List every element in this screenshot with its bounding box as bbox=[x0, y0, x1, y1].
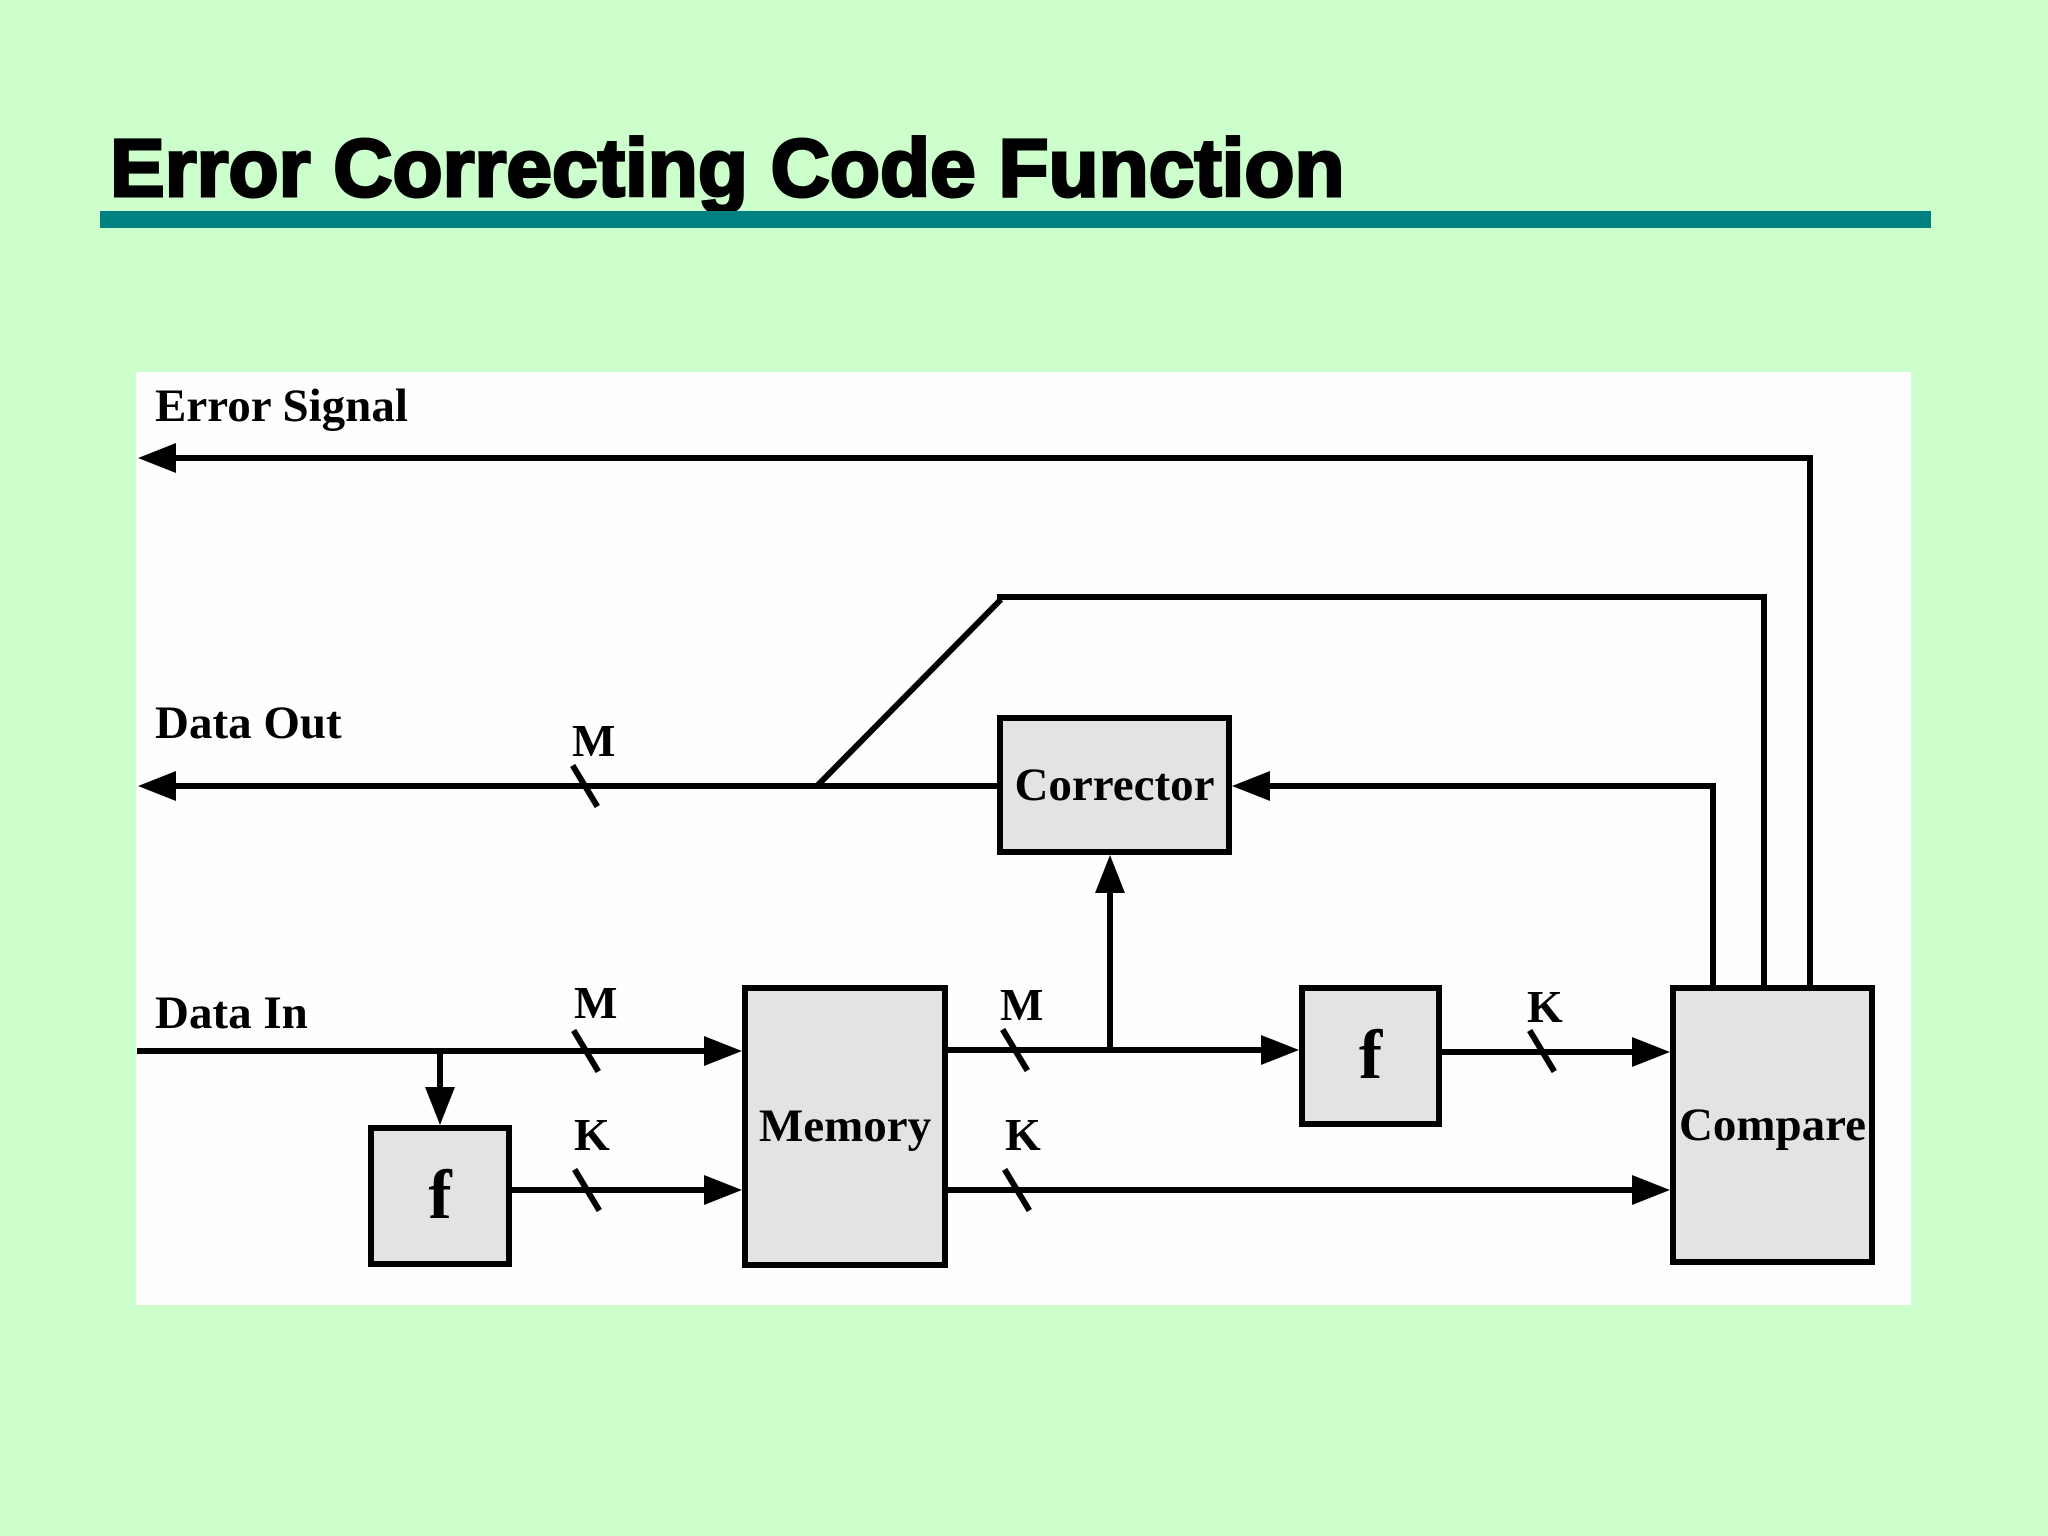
compare-upper-arrowhead-right-icon bbox=[1632, 1037, 1670, 1067]
f-output-bus-width-label: K bbox=[1527, 981, 1563, 1032]
block-corrector-label: Corrector bbox=[1014, 758, 1215, 811]
data-out-bus-width-label: M bbox=[572, 715, 616, 766]
error-signal-label: Error Signal bbox=[155, 380, 408, 432]
compare-to-dataout-vertical-line bbox=[1761, 594, 1767, 985]
page-title: Error Correcting Code Function bbox=[109, 123, 1347, 214]
f-input-arrowhead-down-icon bbox=[425, 1087, 455, 1125]
block-f-output: f bbox=[1299, 985, 1442, 1127]
data-in-arrowhead-right-icon bbox=[704, 1036, 742, 1066]
data-in-bus-width-label: M bbox=[574, 977, 618, 1028]
block-memory: Memory bbox=[742, 985, 948, 1268]
data-out-label: Data Out bbox=[155, 697, 342, 749]
error-signal-vertical-line bbox=[1807, 455, 1813, 985]
corrector-input-arrowhead-left-icon bbox=[1232, 771, 1270, 801]
memory-m-output-line bbox=[948, 1047, 1261, 1053]
f-output-arrowhead-right-icon bbox=[1261, 1035, 1299, 1065]
block-compare-label: Compare bbox=[1678, 1098, 1867, 1151]
f-input-to-memory-line bbox=[512, 1187, 704, 1193]
memory-k-input-arrowhead-right-icon bbox=[704, 1175, 742, 1205]
data-in-label: Data In bbox=[155, 987, 308, 1039]
block-corrector: Corrector bbox=[997, 715, 1232, 855]
block-f-input: f bbox=[368, 1125, 512, 1267]
compare-to-dataout-line bbox=[997, 594, 1767, 600]
data-in-branch-vertical-line bbox=[437, 1048, 443, 1092]
error-signal-line bbox=[160, 455, 1813, 461]
compare-lower-arrowhead-right-icon bbox=[1632, 1175, 1670, 1205]
memory-m-bus-width-label: M bbox=[1000, 979, 1044, 1030]
block-f-input-label: f bbox=[428, 1157, 452, 1234]
error-signal-arrowhead-left-icon bbox=[138, 443, 176, 473]
block-compare: Compare bbox=[1670, 985, 1875, 1265]
compare-to-corrector-vertical-line bbox=[1710, 783, 1716, 985]
memory-k-output-line bbox=[948, 1187, 1632, 1193]
block-f-output-label: f bbox=[1358, 1017, 1383, 1094]
block-memory-label: Memory bbox=[758, 1100, 932, 1152]
data-out-arrowhead-left-icon bbox=[138, 771, 176, 801]
f-output-to-compare-line bbox=[1442, 1049, 1632, 1055]
data-in-line bbox=[137, 1048, 706, 1054]
f-input-bus-width-label: K bbox=[574, 1109, 610, 1160]
data-out-line bbox=[160, 783, 997, 789]
memory-to-corrector-vertical-line bbox=[1107, 888, 1113, 1050]
compare-to-corrector-line bbox=[1270, 783, 1716, 789]
title-underline-bar bbox=[100, 211, 1931, 228]
corrector-bottom-arrowhead-up-icon bbox=[1095, 855, 1125, 893]
memory-k-bus-width-label: K bbox=[1005, 1109, 1041, 1160]
